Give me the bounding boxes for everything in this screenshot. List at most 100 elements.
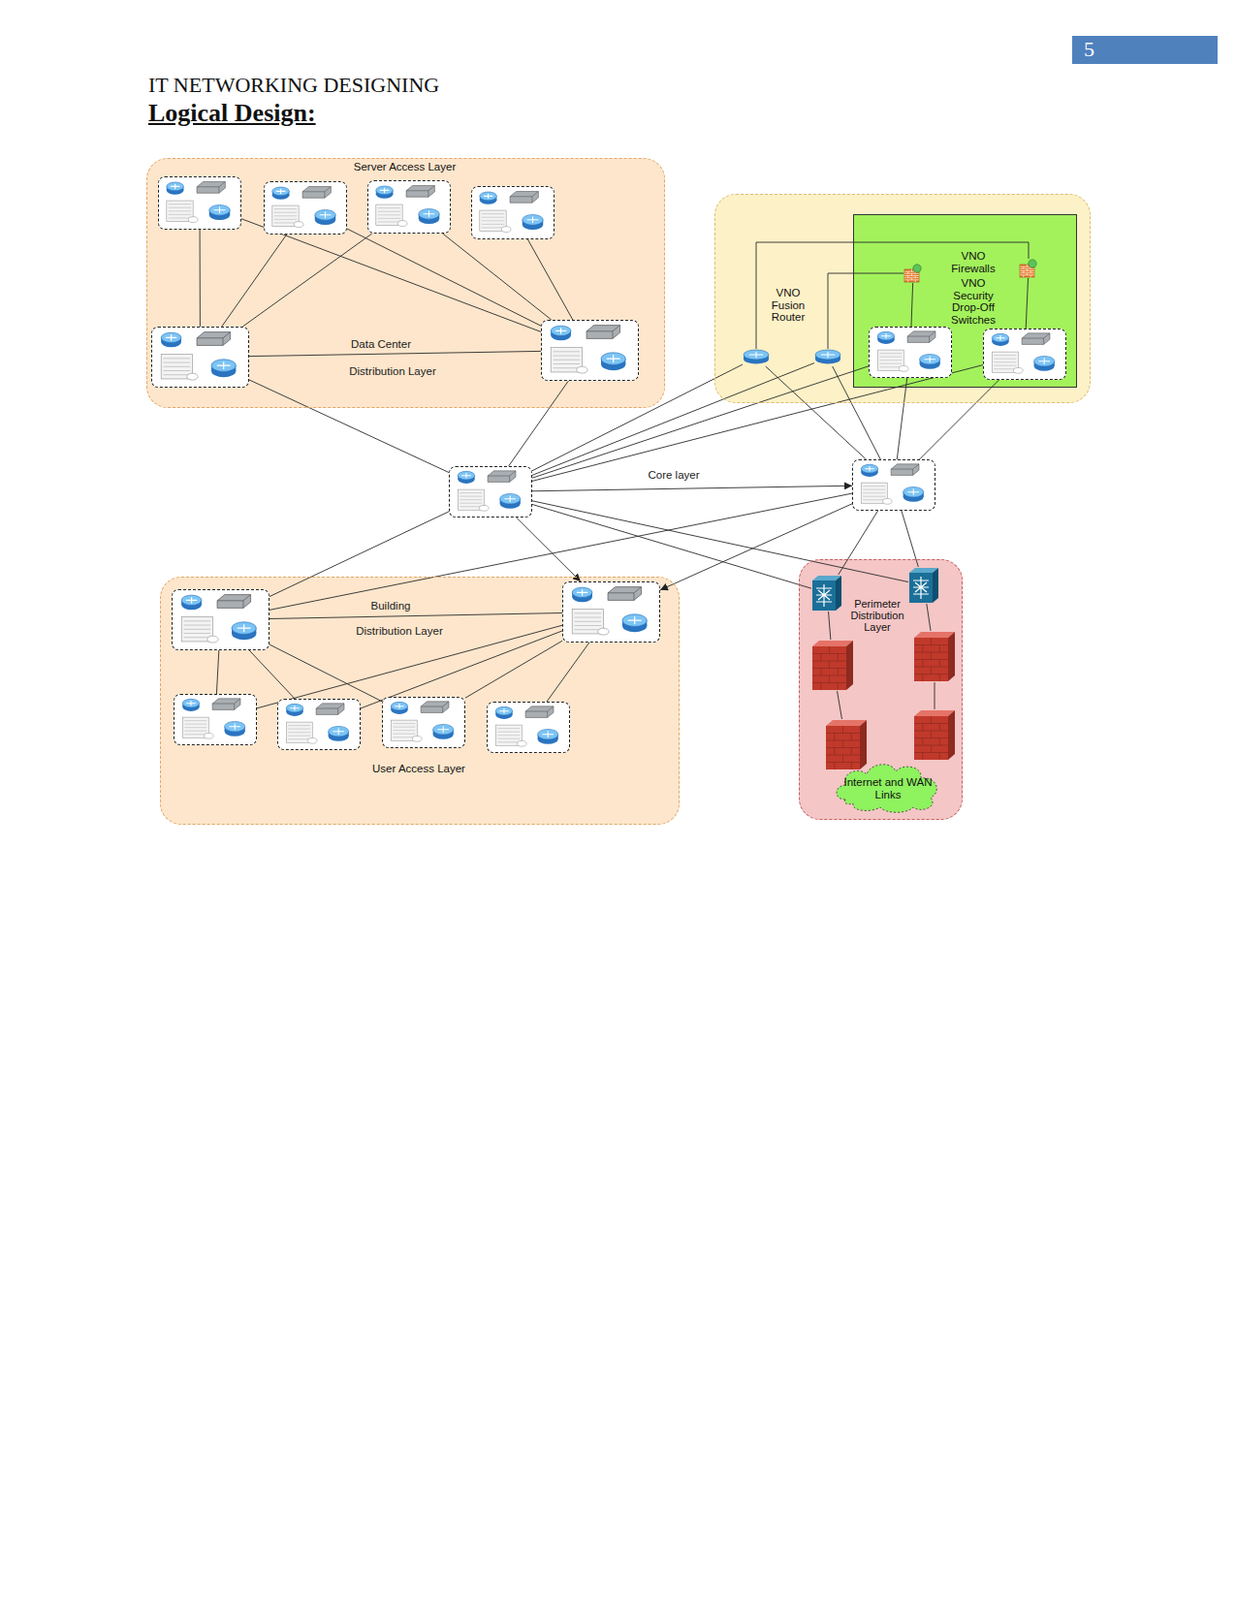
connector bbox=[896, 378, 907, 460]
layer-label: User Access Layer bbox=[160, 762, 677, 776]
device-group bbox=[158, 176, 242, 230]
cloud-node: Internet and WAN Links bbox=[831, 757, 945, 814]
connector bbox=[832, 366, 882, 460]
device-icons bbox=[541, 320, 638, 381]
router-icon bbox=[742, 348, 770, 367]
layer-caption: Core layer bbox=[645, 469, 701, 482]
connector bbox=[660, 504, 853, 591]
label-slot: Data Center bbox=[337, 334, 425, 352]
device-group bbox=[277, 698, 361, 751]
connector bbox=[465, 640, 563, 698]
device-group bbox=[381, 697, 466, 749]
device-icons bbox=[368, 181, 450, 233]
firewall-node bbox=[1018, 258, 1039, 279]
region-fill bbox=[798, 559, 963, 821]
device-icons bbox=[449, 467, 532, 517]
layer-caption: Distribution Layer bbox=[347, 365, 438, 379]
label-slot: Building bbox=[361, 596, 420, 614]
connector bbox=[256, 625, 563, 709]
connector bbox=[837, 691, 843, 720]
firewall-node bbox=[811, 639, 855, 692]
label-slot: 5 bbox=[1081, 37, 1115, 62]
connector bbox=[443, 233, 552, 320]
connector bbox=[532, 501, 909, 583]
firewall-icon bbox=[1018, 258, 1039, 279]
layer-region: User Access Layer bbox=[159, 576, 680, 825]
text-slot: Internet and WAN Links bbox=[835, 776, 941, 801]
connector bbox=[765, 366, 867, 460]
text-slot: User Access Layer bbox=[160, 762, 677, 776]
layer-region: Perimeter Distribution LayerInternet and… bbox=[798, 559, 963, 821]
text-slot: VNO Fusion Router bbox=[763, 286, 813, 324]
device-group bbox=[471, 186, 555, 240]
firewall-node bbox=[824, 719, 868, 771]
label-slot: IT NETWORKING DESIGNING bbox=[146, 73, 632, 97]
device-icons bbox=[152, 327, 249, 387]
connector bbox=[199, 229, 201, 327]
page-title: Logical Design: bbox=[146, 99, 318, 128]
device-group bbox=[868, 326, 952, 379]
device-group bbox=[486, 701, 571, 754]
connector bbox=[269, 493, 853, 610]
layer-label: Server Access Layer bbox=[147, 160, 663, 174]
layer-region: VNO Fusion Router VNO FirewallsVNO Securi… bbox=[714, 193, 1091, 404]
firewall-icon bbox=[811, 639, 855, 692]
connector bbox=[242, 233, 372, 327]
connector bbox=[249, 650, 295, 699]
text-slot: VNO Firewalls bbox=[943, 250, 1004, 275]
device-group bbox=[151, 326, 250, 388]
device-icons bbox=[853, 460, 935, 510]
device-icons bbox=[563, 582, 660, 642]
region-fill bbox=[853, 214, 1078, 388]
label-slot: Core layer bbox=[639, 465, 708, 483]
device-icons bbox=[869, 327, 951, 378]
device-group bbox=[173, 694, 257, 746]
device-group bbox=[562, 581, 661, 643]
device-icons bbox=[158, 177, 241, 229]
layer-caption: Data Center bbox=[348, 338, 413, 351]
layer-label: Perimeter Distribution Layer bbox=[847, 598, 908, 634]
title-slot: Logical Design: bbox=[146, 99, 318, 128]
layer-label: Internet and WAN Links bbox=[835, 776, 941, 801]
device-icons bbox=[472, 187, 554, 239]
security-zone: VNO FirewallsVNO Security Drop-Off Switc… bbox=[853, 214, 1078, 388]
layer-caption: Building bbox=[369, 600, 413, 613]
connector bbox=[269, 613, 563, 620]
layer-label: VNO Fusion Router bbox=[763, 286, 813, 324]
connector bbox=[911, 283, 914, 327]
firewall-node bbox=[913, 709, 956, 761]
device-icons bbox=[264, 182, 347, 234]
device-icons bbox=[382, 697, 465, 748]
firewall-icon bbox=[913, 631, 956, 683]
connector bbox=[828, 611, 831, 640]
connector bbox=[838, 510, 879, 575]
device-group bbox=[982, 328, 1067, 381]
connector bbox=[249, 380, 449, 474]
connector bbox=[532, 485, 853, 492]
device-group bbox=[448, 466, 533, 518]
text-slot: Server Access Layer bbox=[147, 160, 663, 174]
multilayer-switch-icon bbox=[811, 574, 843, 612]
router-node bbox=[742, 348, 770, 367]
text-slot: VNO Security Drop-Off Switches bbox=[943, 277, 1004, 327]
connector bbox=[934, 682, 936, 710]
connector bbox=[347, 228, 541, 326]
connector bbox=[269, 511, 449, 598]
router-node bbox=[814, 348, 842, 367]
device-group bbox=[263, 181, 348, 235]
device-icons bbox=[983, 329, 1066, 380]
device-group bbox=[171, 589, 270, 651]
connector bbox=[508, 380, 570, 467]
firewall-icon bbox=[903, 263, 923, 284]
device-icons bbox=[487, 702, 570, 753]
connector bbox=[546, 642, 590, 702]
connector bbox=[216, 650, 219, 695]
region-fill bbox=[159, 576, 680, 825]
layer-label: VNO Security Drop-Off Switches bbox=[943, 277, 1004, 327]
layer-caption: Distribution Layer bbox=[353, 625, 444, 638]
running-header: IT NETWORKING DESIGNING bbox=[146, 73, 442, 97]
connector bbox=[827, 273, 904, 349]
